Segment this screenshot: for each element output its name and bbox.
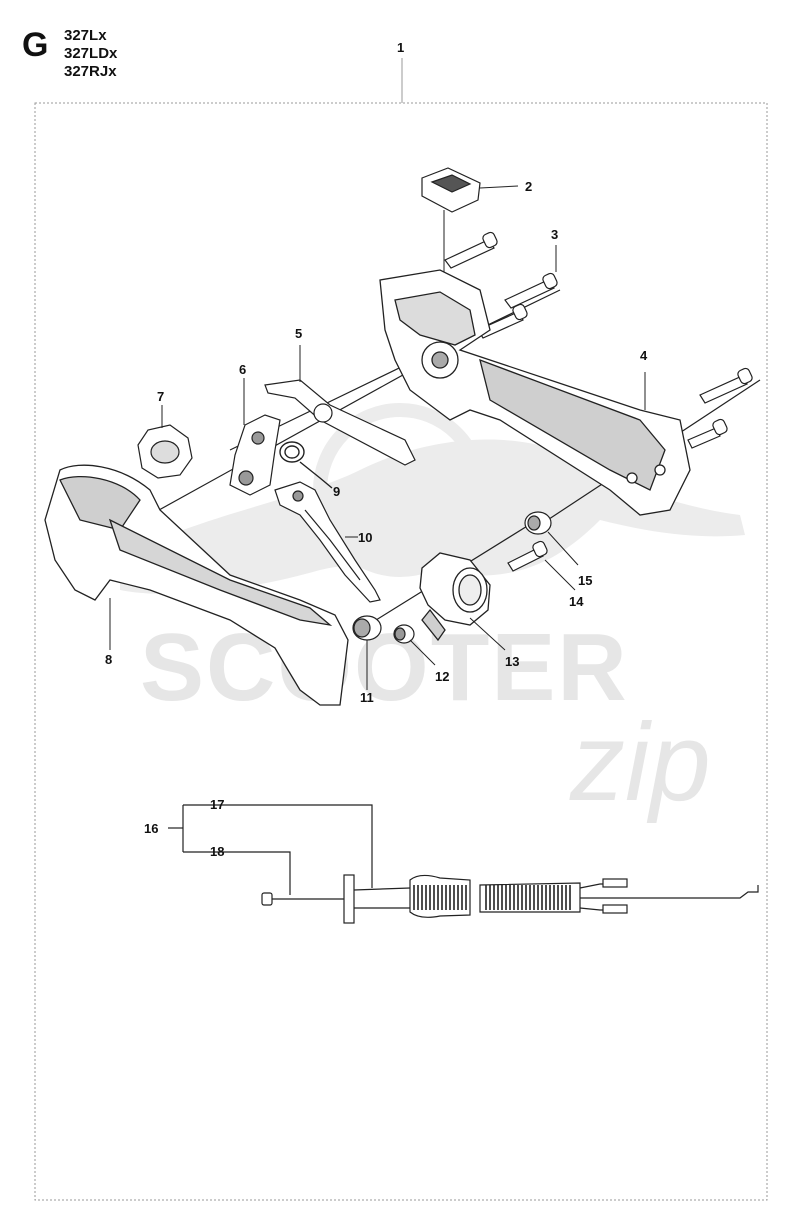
callout-10: 10: [358, 530, 372, 545]
assembly-frame: [34, 102, 768, 1201]
callout-12: 12: [435, 669, 449, 684]
part-cable-assembly: [168, 804, 759, 924]
part-bolt-14: [507, 540, 576, 591]
callout-15: 15: [578, 573, 592, 588]
callout-7: 7: [157, 389, 164, 404]
callout-17: 17: [210, 797, 224, 812]
cable-coil-left: [413, 885, 467, 910]
callout-2: 2: [525, 179, 532, 194]
part-screws-right: [687, 367, 753, 449]
callout-labels: 1 2 3 4 5 6 7 8 9 10 11 12 13 14 15 16 1…: [105, 40, 648, 859]
watermark-wheel: [313, 403, 487, 577]
part-throttle-trigger: [274, 481, 381, 603]
part-bushing-11: [352, 615, 382, 690]
callout-5: 5: [295, 326, 302, 341]
part-lower-handle: [44, 464, 349, 706]
part-spring: [279, 441, 333, 489]
callout-14: 14: [569, 594, 584, 609]
part-bracket: [229, 378, 281, 496]
part-nut-12: [393, 624, 436, 666]
part-star-ring: [137, 405, 193, 479]
callout-3: 3: [551, 227, 558, 242]
watermark-scooter-silhouette: [120, 439, 745, 594]
part-screws-3: [444, 231, 558, 339]
callout-13: 13: [505, 654, 519, 669]
callout-4: 4: [640, 348, 648, 363]
callout-11: 11: [360, 690, 374, 705]
part-handle-housing: [379, 269, 691, 516]
callout-18: 18: [210, 844, 224, 859]
model-name: 327LDx: [64, 45, 118, 62]
part-lever: [264, 345, 416, 466]
callout-16: 16: [144, 821, 158, 836]
model-name: 327RJx: [64, 63, 117, 80]
model-list: 327Lx 327LDx 327RJx: [64, 27, 117, 81]
cable-coil-right: [485, 885, 571, 910]
callout-9: 9: [333, 484, 340, 499]
watermark: SCOOTER zip: [120, 403, 745, 824]
part-clamp: [419, 552, 506, 651]
section-letter: G: [22, 26, 49, 64]
model-name: 327Lx: [64, 27, 107, 44]
callout-1: 1: [397, 40, 404, 55]
watermark-text: SCOOTER: [140, 614, 629, 721]
watermark-script: zip: [569, 701, 711, 824]
callout-6: 6: [239, 362, 246, 377]
part-washer-15: [524, 511, 579, 566]
callout-8: 8: [105, 652, 112, 667]
